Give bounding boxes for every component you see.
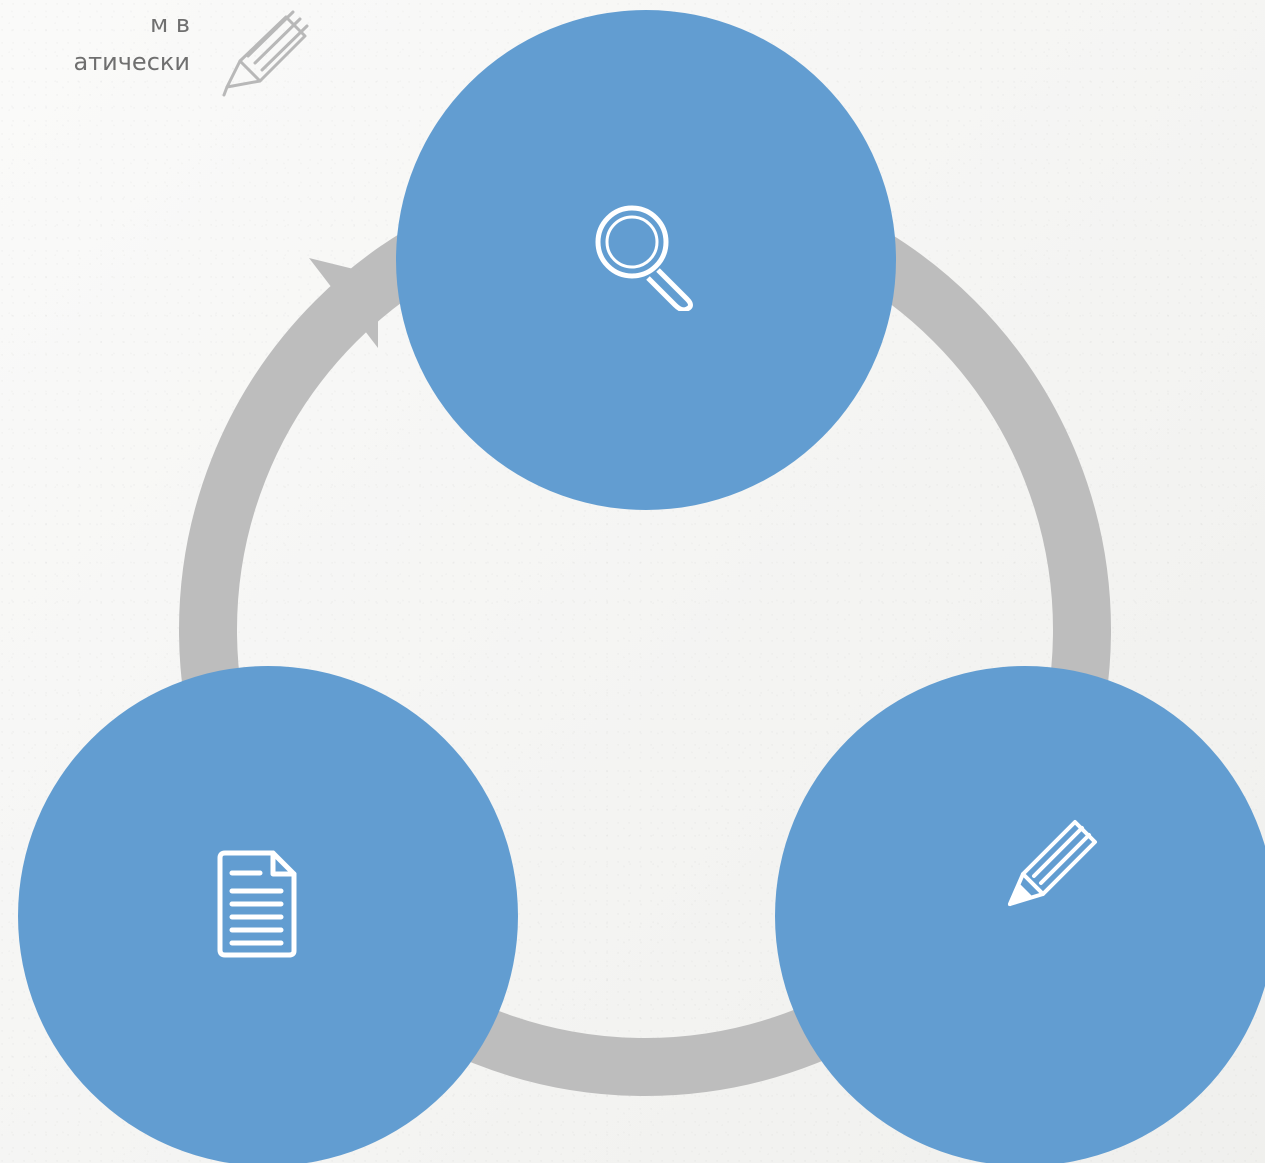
cycle-arrowhead [309, 258, 378, 348]
node-search [396, 10, 896, 510]
document-icon [217, 850, 297, 958]
intro-text: м в атически [73, 10, 190, 76]
magnifying-glass-icon [595, 205, 693, 311]
node-edit [775, 666, 1265, 1163]
decorative-pencil-icon [222, 10, 309, 97]
pencil-icon [1008, 820, 1097, 906]
search-node-circle [396, 10, 896, 510]
edit-node-circle [775, 666, 1265, 1163]
